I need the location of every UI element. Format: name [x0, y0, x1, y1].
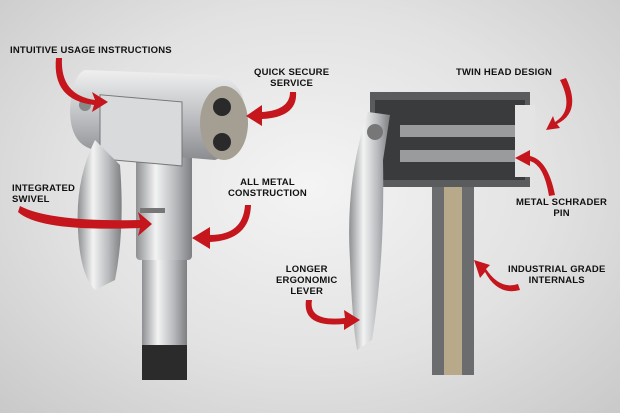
- assembled-tool-image: [70, 70, 248, 380]
- callout-arrows: [18, 58, 573, 330]
- arrow-quick: [246, 92, 297, 126]
- label-industrial-grade-internals: INDUSTRIAL GRADE INTERNALS: [508, 264, 606, 286]
- label-line: INTEGRATED: [12, 183, 76, 194]
- label-line: INDUSTRIAL GRADE: [508, 264, 606, 275]
- arrow-internals: [474, 260, 520, 292]
- label-all-metal-construction: ALL METAL CONSTRUCTION: [228, 177, 307, 199]
- arrow-schrader: [515, 150, 555, 196]
- cutaway-tool-image: [349, 92, 535, 375]
- arrow-twin: [546, 78, 573, 130]
- label-line: SWIVEL: [12, 194, 50, 205]
- label-intuitive-usage-instructions: INTUITIVE USAGE INSTRUCTIONS: [10, 45, 172, 56]
- arrow-intuitive: [55, 58, 108, 112]
- label-longer-ergonomic-lever: LONGER ERGONOMIC LEVER: [276, 264, 337, 297]
- arrow-metal: [192, 205, 251, 249]
- label-line: INTERNALS: [528, 275, 585, 286]
- label-line: LONGER: [285, 264, 328, 275]
- label-line: CONSTRUCTION: [228, 188, 307, 199]
- arrow-swivel: [18, 206, 152, 236]
- label-line: LEVER: [290, 286, 324, 297]
- label-line: ERGONOMIC: [276, 275, 338, 286]
- label-twin-head-design: TWIN HEAD DESIGN: [456, 67, 553, 78]
- label-line: PIN: [553, 208, 570, 219]
- label-line: QUICK SECURE: [254, 67, 330, 78]
- label-metal-schrader-pin: METAL SCHRADER PIN: [516, 197, 607, 219]
- label-integrated-swivel: INTEGRATED SWIVEL: [12, 183, 75, 205]
- label-quick-secure-service: QUICK SECURE SERVICE: [254, 67, 329, 89]
- label-line: ALL METAL: [240, 177, 295, 188]
- label-line: METAL SCHRADER: [516, 197, 608, 208]
- label-line: SERVICE: [270, 78, 314, 89]
- arrow-lever: [305, 300, 360, 330]
